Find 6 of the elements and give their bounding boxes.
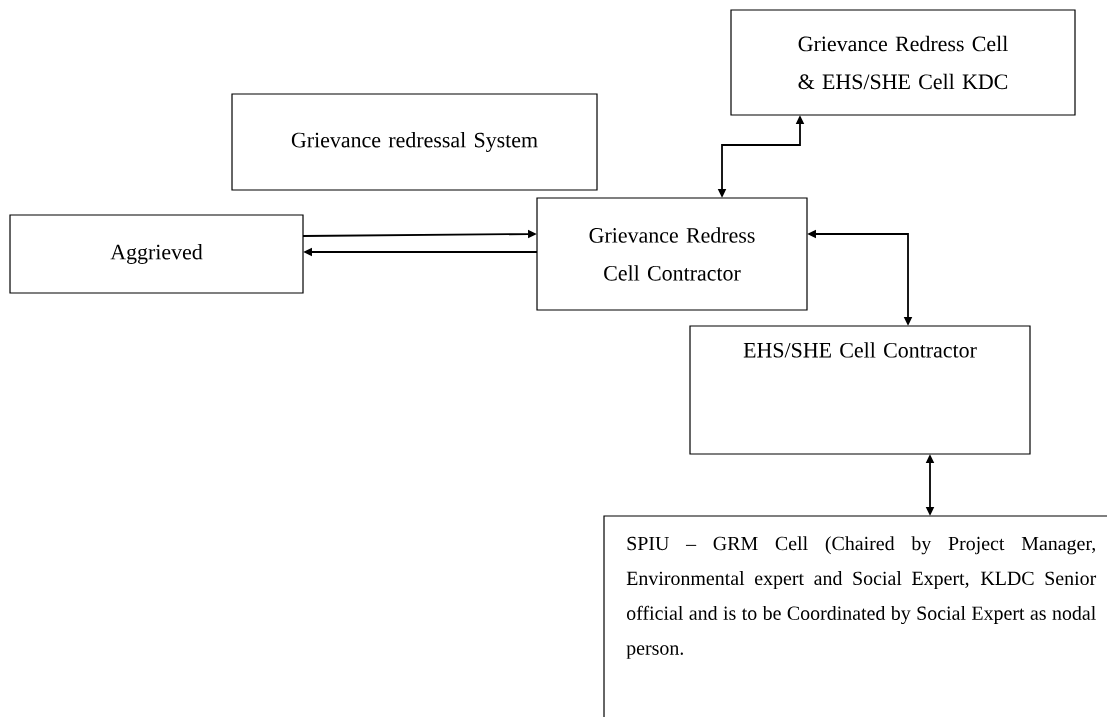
aggrieved-box: Aggrieved — [9, 214, 304, 294]
system-box: Grievance redressal System — [231, 93, 598, 191]
cell-box: Grievance Redress Cell Contractor — [536, 197, 808, 311]
cell-box: EHS/SHE Cell Contractor — [689, 325, 1031, 455]
cell-box: Grievance Redress Cell & EHS/SHE Cell KDC — [730, 9, 1076, 116]
committee-box: SPIU – GRM Cell (Chaired by Project Manager, Environmental expert and Social Expert, KLDC Senior official and is to be Coordinated by Social Expert as nodal person. — [603, 515, 1107, 717]
